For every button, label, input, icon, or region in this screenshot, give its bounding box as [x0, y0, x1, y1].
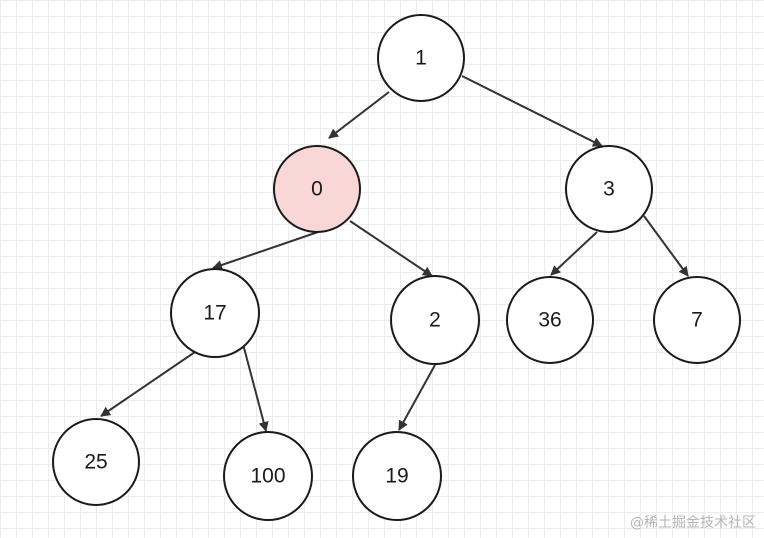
node-label-1: 1	[415, 47, 427, 70]
tree-node-17: 17	[170, 268, 260, 358]
node-label-17: 17	[203, 302, 226, 325]
node-circle-17	[170, 268, 260, 358]
edge-n3-to-n36	[550, 231, 598, 276]
node-label-19: 19	[385, 465, 408, 488]
node-label-3: 3	[603, 178, 615, 201]
tree-node-36: 36	[506, 276, 594, 364]
node-label-36: 36	[538, 309, 561, 332]
node-circle-2	[390, 275, 480, 365]
node-label-2: 2	[429, 309, 441, 332]
node-circle-19	[352, 431, 442, 521]
edge-n1-to-n0	[328, 91, 390, 139]
tree-node-3: 3	[565, 145, 653, 233]
node-label-100: 100	[250, 465, 285, 488]
tree-node-25: 25	[52, 418, 140, 506]
tree-node-19: 19	[352, 431, 442, 521]
node-circle-25	[52, 418, 140, 506]
tree-node-2: 2	[390, 275, 480, 365]
tree-node-100: 100	[223, 431, 313, 521]
tree-node-0: 0	[273, 145, 361, 233]
edge-n17-to-n100	[242, 343, 269, 432]
node-circle-1	[377, 14, 465, 102]
node-circle-3	[565, 145, 653, 233]
node-label-25: 25	[84, 451, 107, 474]
edge-n2-to-n19	[398, 364, 436, 431]
node-circle-100	[223, 431, 313, 521]
edge-n3-to-n7	[643, 215, 689, 277]
node-label-0: 0	[311, 178, 323, 201]
node-label-7: 7	[691, 309, 703, 332]
edge-n0-to-n17	[212, 231, 319, 270]
tree-node-7: 7	[653, 276, 741, 364]
node-circle-36	[506, 276, 594, 364]
edge-n0-to-n2	[349, 220, 433, 277]
edge-n17-to-n25	[100, 351, 196, 417]
tree-node-1: 1	[377, 14, 465, 102]
watermark-text: @稀土掘金技术社区	[630, 515, 756, 531]
edge-n1-to-n3	[461, 75, 603, 147]
node-circle-0	[273, 145, 361, 233]
node-circle-7	[653, 276, 741, 364]
